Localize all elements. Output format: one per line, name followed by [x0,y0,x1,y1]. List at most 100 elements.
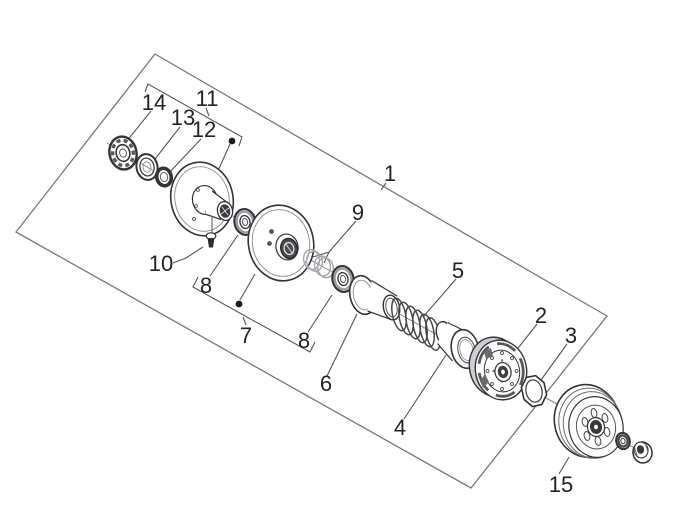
part-fixed-pulley-half [169,161,235,237]
leader-line-10 [172,246,204,264]
clutch-rivet [492,369,495,373]
clutch-rivet [500,359,504,362]
clutch-hole [490,356,494,360]
diagram-border [15,53,608,489]
leader-line-2 [514,323,538,353]
callout-label-8-left: 8 [200,273,212,298]
drum-holes [581,408,611,446]
seal-ring-axis [140,163,154,171]
part-seal-ring-13 [135,153,159,181]
roller-ring [302,248,321,271]
small-washer-hole [620,437,626,445]
bracket-7 [192,276,316,353]
callout-label-15: 15 [549,472,573,497]
callout-leaders [121,83,570,475]
guide-bore-inner [459,339,474,361]
callout-label-5: 5 [452,258,464,283]
clutch-shoe-ring [477,342,525,398]
callout-label-7: 7 [240,323,252,348]
leader-tick-11 [205,107,210,117]
clutch-hole [510,382,514,386]
callout-label-3: 3 [565,323,577,348]
drum-hole [581,417,589,427]
clutch-hole [500,351,504,355]
roller-ring [313,255,332,277]
leader-line-12 [166,138,202,176]
part-spring-5 [391,297,441,351]
part-flange-nut [632,441,653,464]
callout-label-12: 12 [192,117,216,142]
clutch-hole [510,356,514,360]
callout-labels: 1 2 3 4 5 6 7 8 8 9 10 11 12 13 14 15 [142,86,577,497]
drum-hub-hole [594,424,598,430]
bearing-bore [339,274,347,284]
hub-stud [194,204,198,208]
callout-label-1: 1 [384,161,396,186]
spline-mark [220,207,230,215]
drum-hole [603,427,611,437]
part-rollers-9 [302,248,335,279]
part-clutch-2 [468,336,528,401]
ref-dot-7 [235,300,243,308]
leader-line-8-left [209,234,239,277]
part-pin-10 [205,216,217,248]
clutch-hub-center [500,368,506,376]
bearing-inner-ring [239,214,251,230]
callout-label-9: 9 [352,200,364,225]
pin-body [207,238,215,248]
clutch-hole [485,369,490,373]
bearing-ball-cage [110,138,136,168]
leader-line-8-right [307,294,333,333]
ref-dot-11 [228,137,236,145]
part-bushing-12 [154,166,174,188]
callout-label-11: 11 [196,86,219,111]
washer-hole [525,379,543,403]
leader-line-4 [403,354,447,420]
callout-label-10: 10 [149,251,173,276]
leader-line-6 [326,313,358,377]
nut-bore [636,445,645,454]
callout-label-13: 13 [171,105,195,130]
part-washer-small [615,431,631,451]
drum-hole [601,413,609,423]
leader-line-5 [423,278,457,317]
sleeve-tube-edge [367,310,392,321]
part-movable-pulley-half [247,204,315,282]
bearing-mid-ring [333,267,353,291]
drum-face-ring [575,404,617,450]
hub-cylinder-edge [204,213,222,221]
part-bearing-8-right [331,264,355,294]
ref-dot-11-leader [216,143,231,174]
leader-tick-7 [242,316,247,326]
small-washer-ring [617,434,629,448]
callout-label-4: 4 [394,415,406,440]
bushing-bore [159,171,169,183]
clutch-hole [500,387,504,391]
bearing-bore [119,148,127,158]
callout-label-8-right: 8 [298,328,310,353]
hub-cap-slot [284,242,294,255]
sleeve-tube-edge [371,279,398,297]
movable-pulley-dish-line [251,209,311,277]
pulley-bolt [269,229,274,234]
callout-label-6: 6 [320,371,332,396]
fixed-pulley-dish-line [174,166,230,232]
leader-line-15 [558,456,570,475]
clutch-shoe-shade [484,348,493,359]
guide-tube-edge [437,343,453,362]
bracket-11 [144,83,243,147]
seal-ring-hole [142,161,152,173]
nut-facet-line [645,443,649,453]
callout-label-14: 14 [142,90,166,115]
hub-stud [196,188,200,192]
bearing-inner-ring [337,271,349,287]
nut-facet-line [634,446,638,457]
part-washer-3 [520,374,548,408]
clutch-shoe-shade [480,374,489,388]
bearing-bore [241,217,249,227]
part-bearing-14 [108,135,138,171]
pulley-bolt [267,241,272,246]
leader-tick-1 [380,182,387,191]
